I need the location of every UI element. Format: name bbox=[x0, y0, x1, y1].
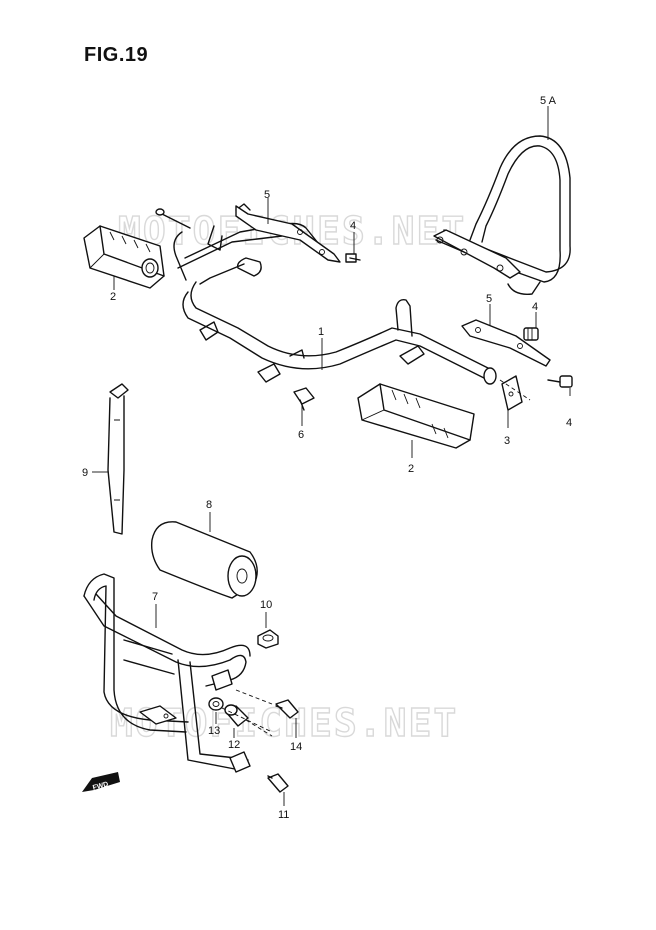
callout-4-upper: 4 bbox=[350, 220, 356, 232]
part-1-footrest-frame bbox=[155, 203, 497, 385]
callout-9: 9 bbox=[82, 467, 88, 479]
part-8-foam-pad bbox=[150, 521, 258, 599]
callout-11: 11 bbox=[278, 809, 289, 821]
part-7-front-guard bbox=[83, 573, 251, 773]
callout-7: 7 bbox=[152, 591, 158, 603]
callout-5-upper: 5 bbox=[264, 189, 270, 201]
callout-8: 8 bbox=[206, 499, 212, 511]
callout-10: 10 bbox=[260, 599, 272, 611]
part-9-strap bbox=[107, 383, 129, 535]
callout-1: 1 bbox=[318, 326, 324, 338]
callout-2-right: 2 bbox=[408, 463, 414, 475]
callout-3: 3 bbox=[504, 435, 510, 447]
callout-14: 14 bbox=[290, 741, 302, 753]
part-4-bolt-lower bbox=[547, 375, 573, 388]
part-10-nut bbox=[257, 629, 279, 649]
part-5A-rear-guard bbox=[433, 135, 571, 295]
fwd-arrow-icon: FWD bbox=[82, 772, 120, 792]
part-6-bolt bbox=[293, 387, 315, 411]
callout-2-left: 2 bbox=[110, 291, 116, 303]
part-5-bracket-upper bbox=[235, 205, 341, 263]
callout-4-lower: 4 bbox=[566, 417, 572, 429]
part-4-bolt-middle bbox=[523, 327, 539, 341]
callout-4-middle: 4 bbox=[532, 301, 538, 313]
callout-labels: 1 2 2 3 4 4 4 5 5 5 A 6 7 8 9 10 11 12 1… bbox=[82, 95, 572, 821]
callout-5A: 5 A bbox=[540, 95, 557, 107]
callout-6: 6 bbox=[298, 429, 304, 441]
part-4-bolt-upper bbox=[345, 253, 361, 263]
part-2-footrest-rubber-left bbox=[83, 225, 165, 289]
part-12-collar bbox=[224, 704, 249, 727]
leader-lines bbox=[92, 106, 571, 806]
part-13-washer bbox=[208, 697, 224, 711]
callout-13: 13 bbox=[208, 725, 220, 737]
part-2-footrest-rubber-right bbox=[357, 383, 475, 449]
fwd-label: FWD bbox=[92, 781, 109, 792]
figure-title: FIG.19 bbox=[84, 44, 149, 66]
callout-5-right: 5 bbox=[486, 293, 492, 305]
part-11-bolt bbox=[267, 773, 289, 793]
part-14-bolt bbox=[275, 699, 299, 719]
callout-12: 12 bbox=[228, 739, 240, 751]
part-5-bracket-right bbox=[461, 319, 551, 367]
